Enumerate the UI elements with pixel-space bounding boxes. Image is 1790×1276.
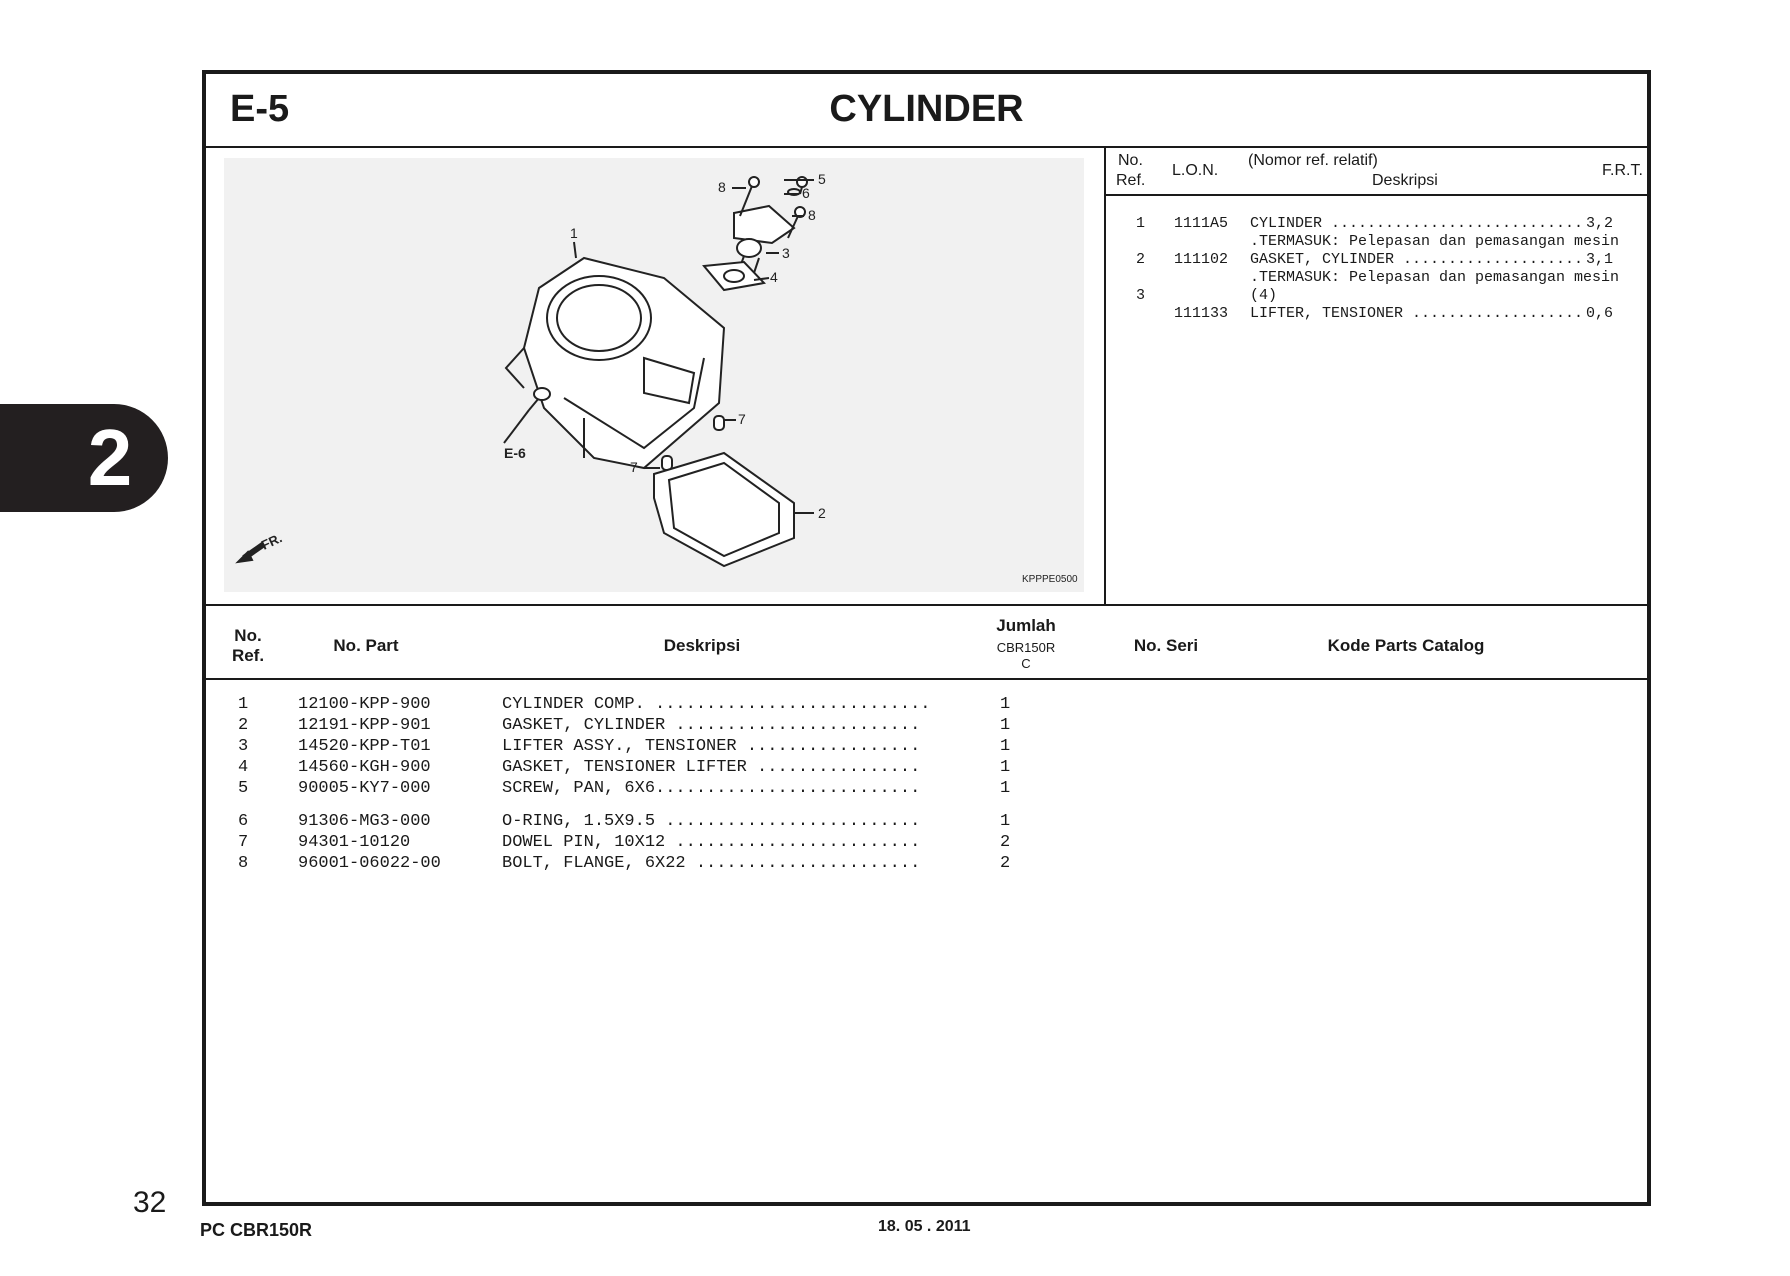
callout-3: 3 (782, 245, 790, 261)
lon-header-deskripsi: Deskripsi (1372, 172, 1438, 189)
callout-8a: 8 (718, 179, 726, 195)
callout-1: 1 (570, 225, 578, 241)
callout-8b: 8 (808, 207, 816, 223)
page-number: 32 (133, 1186, 167, 1219)
callout-6: 6 (802, 185, 810, 201)
callout-7a: 7 (738, 411, 746, 427)
parts-row: 3 14520-KPP-T01 LIFTER ASSY., TENSIONER … (238, 737, 1011, 756)
callout-4: 4 (770, 269, 778, 285)
footer-model: PC CBR150R (200, 1220, 313, 1240)
parts-header-kode: Kode Parts Catalog (1327, 636, 1485, 655)
parts-header-no-seri: No. Seri (1133, 636, 1199, 655)
callout-7b: 7 (630, 459, 638, 475)
lon-header-ref: Ref. (1116, 172, 1146, 189)
callout-2: 2 (818, 505, 826, 521)
catalog-page-frame: E-5 CYLINDER (202, 70, 1651, 1206)
lon-table-header: No. Ref. L.O.N. (Nomor ref. relatif) Des… (1106, 146, 1647, 196)
parts-row: 1 12100-KPP-900 CYLINDER COMP. .........… (238, 695, 1011, 714)
parts-table-header: No. Ref. No. Part Deskripsi Jumlah CBR15… (206, 606, 1647, 680)
parts-row: 2 12191-KPP-901 GASKET, CYLINDER .......… (238, 716, 1011, 735)
labor-operation-table: No. Ref. L.O.N. (Nomor ref. relatif) Des… (1106, 146, 1647, 604)
footer-date: 18. 05 . 2011 (878, 1218, 971, 1235)
lon-header-frt: F.R.T. (1602, 162, 1643, 179)
section-code: E-5 (230, 88, 290, 130)
section-divider (206, 604, 1647, 606)
parts-row: 7 94301-10120 DOWEL PIN, 10X12 .........… (238, 833, 1011, 852)
parts-header-deskripsi: Deskripsi (663, 636, 741, 655)
lon-header-no: No. (1118, 152, 1143, 169)
lon-header-relatif: (Nomor ref. relatif) (1248, 152, 1378, 169)
parts-row: 8 96001-06022-00 BOLT, FLANGE, 6X22 ....… (238, 854, 1011, 873)
parts-header-ref: Ref. (231, 646, 265, 665)
parts-row: 6 91306-MG3-000 O-RING, 1.5X9.5 ........… (238, 812, 1011, 831)
cylinder-exploded-view: 1 2 3 4 5 6 7 7 8 8 E-6 FR. KPPPE0500 (224, 158, 1084, 592)
page-title: CYLINDER (829, 88, 1024, 130)
parts-header-model: CBR150R (996, 640, 1056, 655)
parts-header-model-variant: C (1021, 656, 1031, 671)
page-header: E-5 CYLINDER (206, 74, 1647, 148)
section-tab: 2 (0, 404, 168, 512)
parts-header-no-part: No. Part (333, 636, 399, 655)
exploded-diagram: 1 2 3 4 5 6 7 7 8 8 E-6 FR. KPPPE0500 (206, 146, 1106, 604)
diagram-code: KPPPE0500 (1022, 574, 1078, 585)
parts-header-no: No. (234, 626, 262, 645)
parts-row: 4 14560-KGH-900 GASKET, TENSIONER LIFTER… (238, 758, 1011, 777)
callout-5: 5 (818, 171, 826, 187)
parts-header-jumlah: Jumlah (996, 616, 1056, 635)
parts-row: 5 90005-KY7-000 SCREW, PAN, 6X6.........… (238, 779, 1011, 798)
reference-e6: E-6 (504, 445, 526, 461)
lon-header-lon: L.O.N. (1172, 162, 1219, 179)
